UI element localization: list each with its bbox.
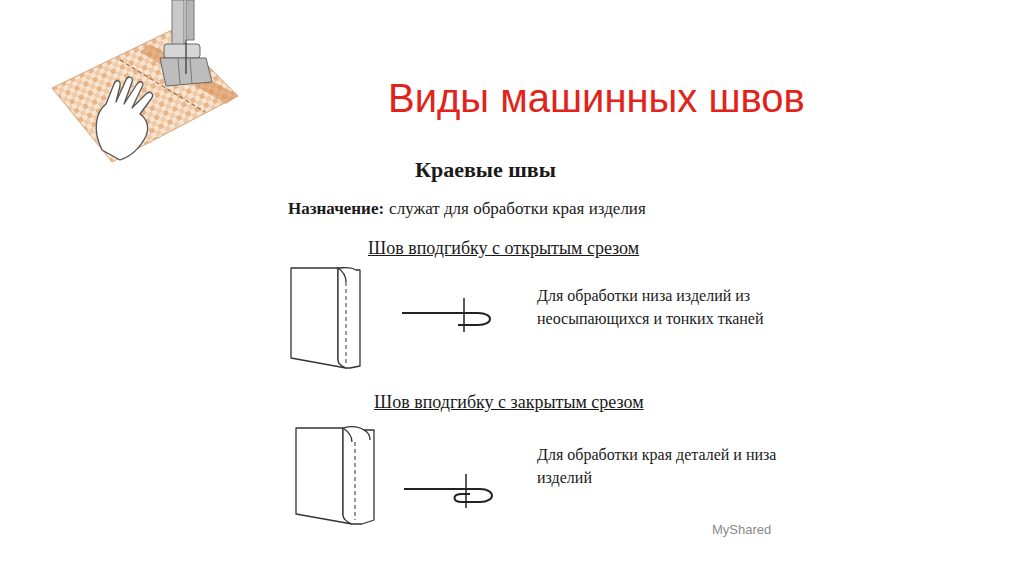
seam-heading: Шов вподгибку с закрытым срезом — [374, 392, 644, 414]
slide-title: Виды машинных швов — [388, 76, 805, 121]
seam-note: Для обработки низа изделий из неосыпающи… — [537, 284, 799, 330]
sewing-illustration — [52, 0, 238, 162]
purpose-text: служат для обработки края изделия — [389, 199, 646, 219]
purpose-label: Назначение: — [288, 199, 384, 219]
seam-note: Для обработки края деталей и низа издели… — [537, 443, 799, 489]
seam-heading: Шов вподгибку с открытым срезом — [368, 238, 639, 260]
watermark: MyShared — [712, 522, 771, 538]
section-heading: Краевые швы — [415, 157, 556, 183]
closed-hem-figure — [296, 427, 374, 524]
open-hem-figure — [291, 268, 360, 369]
closed-hem-symbol — [404, 474, 492, 508]
open-hem-symbol — [402, 298, 490, 332]
